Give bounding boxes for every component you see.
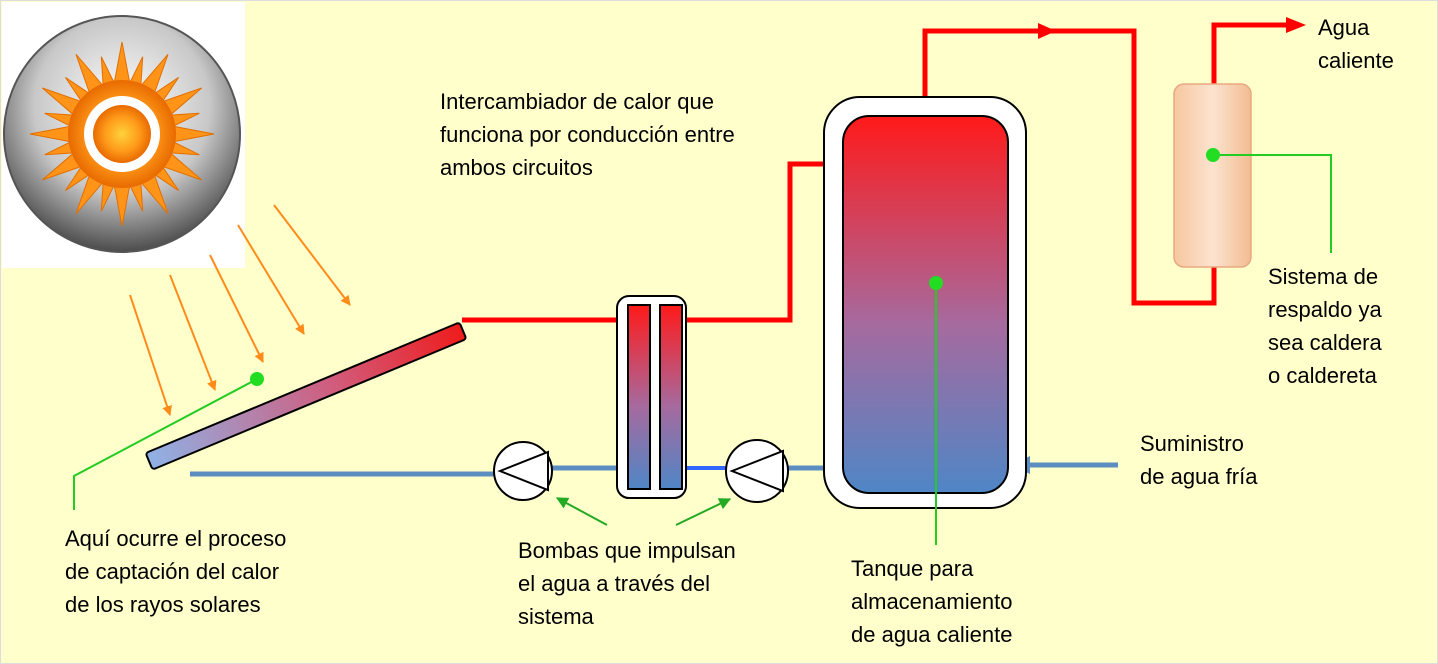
hot-water-out-label: Agua caliente [1318, 15, 1394, 73]
heat-exchanger [616, 295, 687, 499]
hot-flow-arrow [1038, 23, 1056, 39]
exchanger-label: Intercambiador de calor que funciona por… [440, 89, 741, 180]
hot-pipes [462, 22, 1290, 323]
solar-collector-panel [145, 322, 467, 470]
leader-dots [250, 148, 1220, 386]
cold-supply-label: Suministro de agua fría [1140, 431, 1258, 489]
storage-tank [823, 96, 1027, 509]
hot-out-arrow [1286, 17, 1306, 33]
pump-left [493, 441, 553, 501]
pump-right [725, 439, 789, 503]
sun-rays [129, 204, 351, 416]
pump-pointer-arrows [555, 497, 732, 526]
backup-heater [1173, 83, 1252, 268]
backup-label: Sistema de respaldo ya sea caldera o cal… [1268, 264, 1388, 388]
collector-label: Aquí ocurre el proceso de captación del … [65, 526, 292, 617]
pumps-label: Bombas que impulsan el agua a través del… [518, 538, 742, 629]
tank-label: Tanque para almacenamiento de agua calie… [851, 556, 1019, 647]
leader-lines [73, 154, 1332, 545]
sun-icon [3, 15, 241, 253]
